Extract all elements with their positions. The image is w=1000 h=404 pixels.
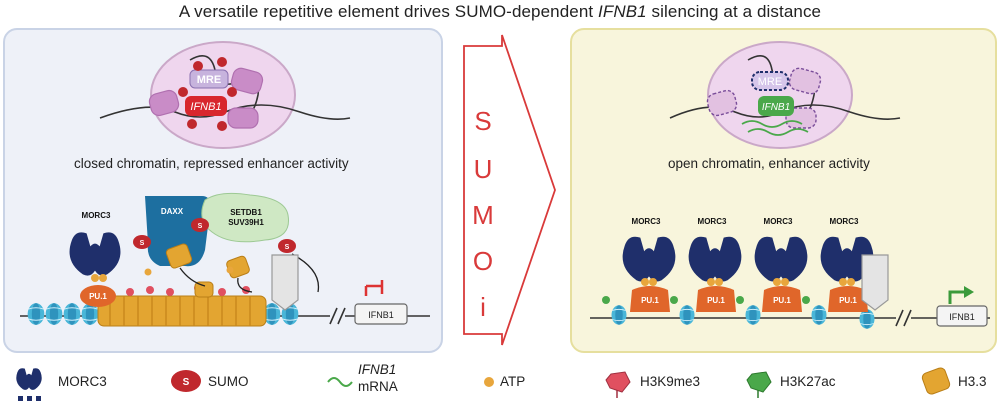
left-suv39h1-label: SUV39H1 [228,218,264,227]
left-nucleus [99,41,351,149]
figure-title: A versatile repetitive element drives SU… [0,2,1000,22]
left-h3-3-cubes [165,243,320,298]
left-daxx-shape [145,196,211,267]
right-atp-dots [641,278,855,286]
right-ifnb1-label: IFNB1 [949,312,975,322]
right-pu1-shapes [630,286,868,312]
title-gene: IFNB1 [598,2,647,21]
left-daxx-label: DAXX [161,207,184,216]
left-morc3-label: MORC3 [82,211,111,220]
right-morc3-label-3: MORC3 [764,217,793,226]
right-ifnb1-box [936,305,988,327]
left-h3-3-band [97,295,267,327]
sumoi-letter-i: i [480,292,486,322]
sumoi-arrow [463,34,556,346]
legend-h3k9me3-icon [605,371,631,393]
right-nucleus [669,41,901,149]
left-repression-bar [364,280,384,296]
sumoi-letter-o: O [473,246,493,276]
legend: MORC3 SUMO IFNB1 mRNA ATP H3K9me3 H3K27a… [0,360,1000,404]
legend-mrna-line1: IFNB1 [358,362,397,377]
legend-morc3-icon [16,368,42,401]
left-nucleus-ifnb1: IFNB1 [190,101,221,113]
legend-h3-3-icon [921,367,951,395]
left-ifnb1-box [354,303,408,325]
right-morc3-label-4: MORC3 [830,217,859,226]
right-caption: open chromatin, enhancer activity [668,156,870,171]
right-morc3-dimers [622,236,874,282]
sumoi-letter-u: U [474,154,493,184]
left-sumo-label-3: S [285,244,290,251]
title-suffix: silencing at a distance [646,2,822,21]
left-nucleus-sumo-marks [178,57,237,131]
sumoi-letter-s: S [474,106,491,136]
legend-sumo-text: SUMO [208,374,249,389]
left-sumo-label-2: S [198,223,203,230]
left-ifnb1-label: IFNB1 [368,310,394,320]
legend-atp-icon [484,377,494,387]
title-prefix: A versatile repetitive element drives SU… [178,2,599,21]
left-sumo-label-1: S [140,240,145,247]
left-atp-dot [91,274,99,282]
right-morc3-label-1: MORC3 [632,217,661,226]
right-morc3-label-2: MORC3 [698,217,727,226]
left-protein-sumo-marks [133,218,296,253]
legend-sumo-icon-letter: S [183,377,190,388]
legend-mrna-line2: mRNA [358,379,398,394]
left-setdb1-label: SETDB1 [230,208,262,217]
right-grey-block [861,254,889,311]
left-morc3-icon [69,232,121,276]
left-setdb1-shape [201,192,290,243]
legend-h3-3-text: H3.3 [958,374,987,389]
legend-mrna-icon [327,377,353,387]
left-grey-block [271,254,299,311]
right-pu1-label-1: PU.1 [641,296,659,305]
right-nucleus-mre: MRE [758,76,782,88]
left-pu1-shape [80,285,116,307]
legend-h3k27ac-icon [746,371,772,393]
right-activation-arrow [948,290,966,304]
legend-h3k27ac-text: H3K27ac [780,374,836,389]
right-pu1-label-3: PU.1 [773,296,791,305]
legend-h3k9me3-text: H3K9me3 [640,374,701,389]
right-pu1-label-2: PU.1 [707,296,725,305]
right-activation-arrowhead [964,286,974,298]
right-nucleus-ifnb1: IFNB1 [762,102,790,113]
right-pu1-label-4: PU.1 [839,296,857,305]
right-dna-line [590,309,990,327]
left-nucleus-mre: MRE [197,74,221,86]
sumoi-letter-m: M [472,200,494,230]
left-atp-dot [226,266,234,274]
legend-atp-text: ATP [500,374,526,389]
legend-morc3-text: MORC3 [58,374,107,389]
left-atp-dot [144,268,152,276]
left-h3k9me3-marks [126,284,250,296]
left-caption: closed chromatin, repressed enhancer act… [74,156,349,171]
legend-sumo-icon [171,370,201,392]
left-atp-dot [99,274,107,282]
left-pu1-label: PU.1 [89,292,107,301]
